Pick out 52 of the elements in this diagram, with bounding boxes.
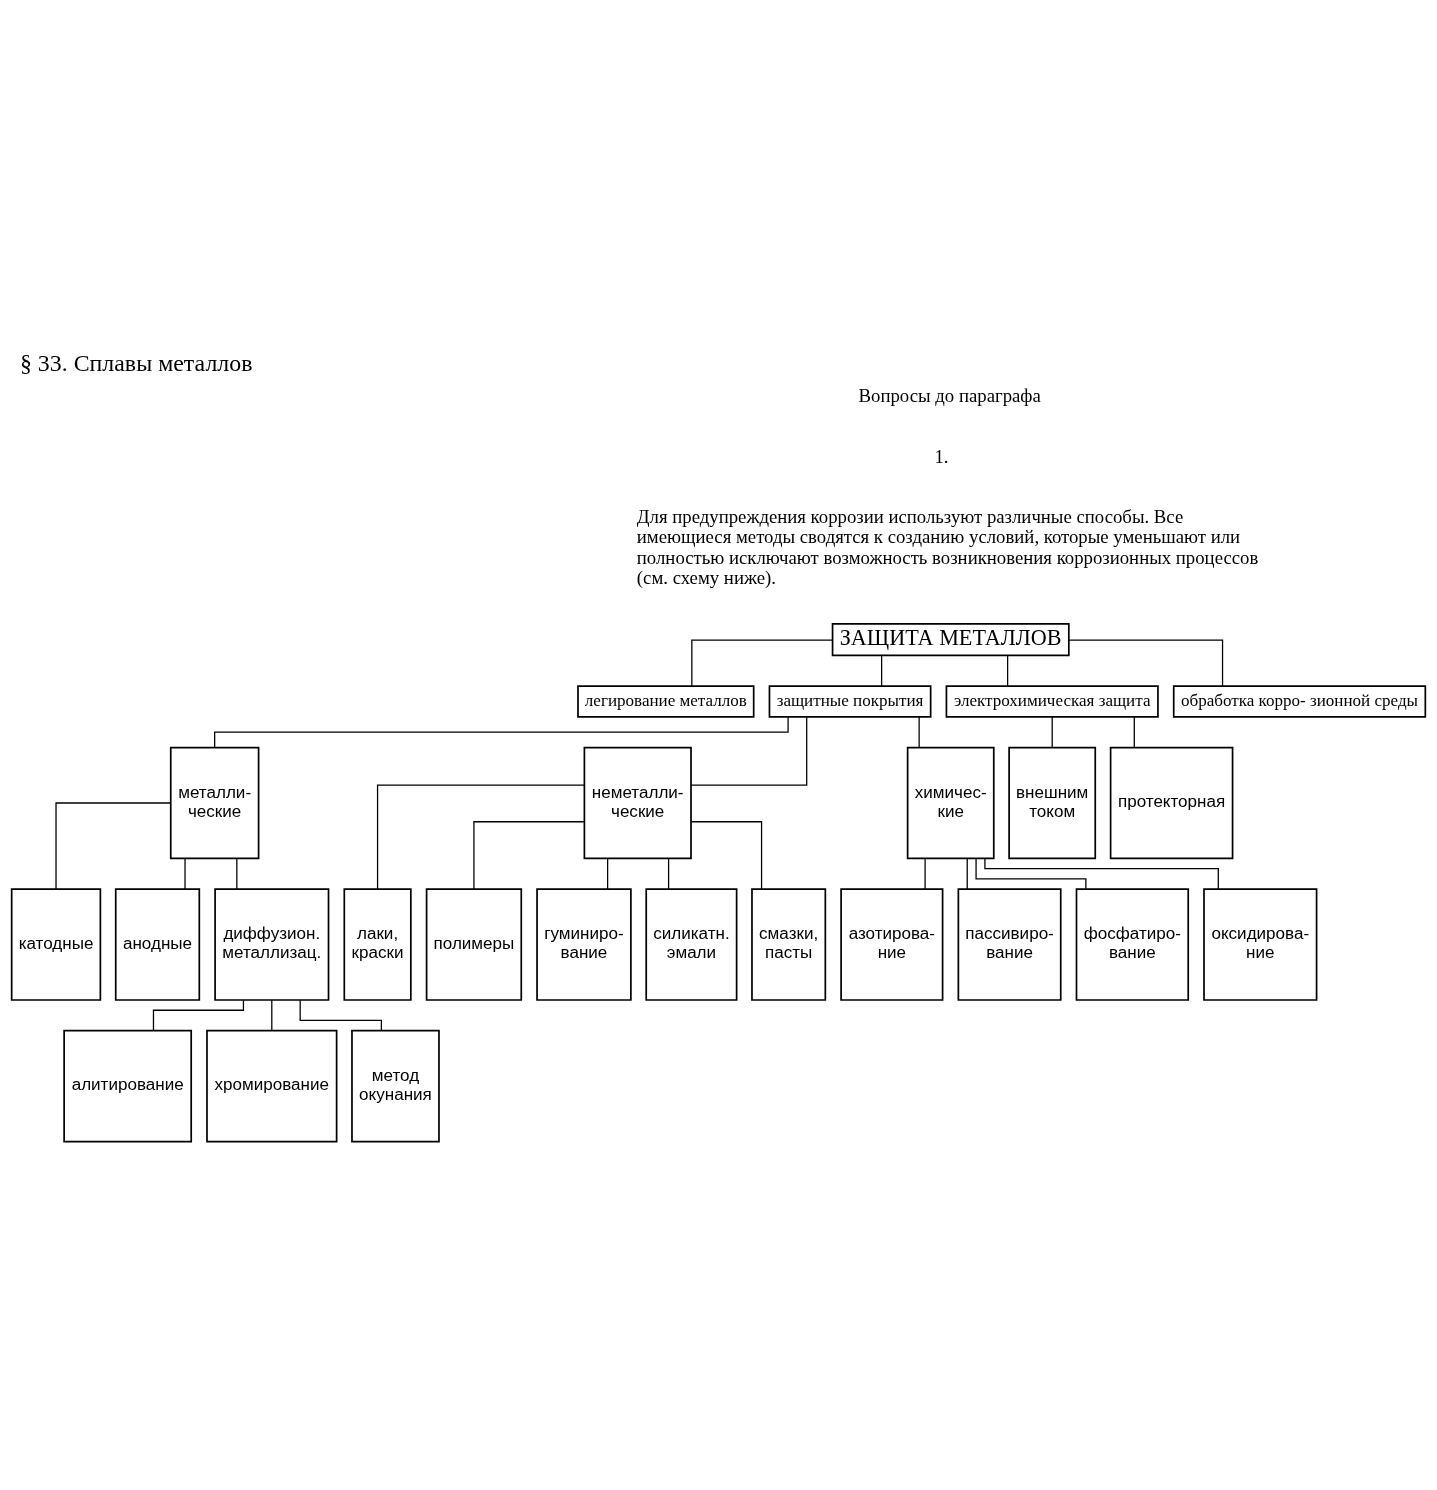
connector — [690, 821, 763, 890]
connector — [376, 784, 585, 890]
node-box: азотирова- ние — [840, 888, 944, 1001]
connector — [271, 999, 273, 1032]
connector — [880, 654, 883, 687]
node-box: анодные — [114, 888, 201, 1001]
connector — [1133, 716, 1135, 749]
connector — [918, 716, 920, 749]
node-box: защитные покрытия — [768, 685, 932, 718]
connector — [667, 857, 670, 890]
node-box: оксидирова- ние — [1203, 888, 1318, 1001]
connector — [975, 857, 1087, 890]
connector — [984, 858, 1219, 890]
connector — [690, 716, 808, 786]
node-box: фосфатиро- вание — [1075, 888, 1190, 1001]
node-box: катодные — [10, 888, 102, 1001]
node-box: силикатн. эмали — [645, 888, 738, 1001]
connector — [184, 857, 186, 890]
connector — [607, 857, 609, 890]
connector — [152, 999, 245, 1032]
connector — [1068, 639, 1224, 687]
label: Вопросы до параграфа — [858, 384, 1041, 406]
label: 1. — [934, 446, 949, 468]
node-box: хромирование — [206, 1029, 338, 1143]
node-box: протекторная — [1109, 746, 1234, 860]
node-box: внешним током — [1008, 746, 1097, 860]
node-box: легирование металлов — [577, 685, 755, 718]
node-box: пассивиро- вание — [957, 888, 1062, 1001]
node-box: неметалли- ческие — [583, 746, 692, 860]
node-box: алитирование — [63, 1029, 193, 1143]
node-box: метод окунания — [351, 1029, 440, 1143]
connector — [924, 857, 926, 890]
connector — [55, 802, 172, 890]
diagram-title: § 33. Сплавы металлов — [19, 349, 253, 376]
connector — [299, 999, 383, 1032]
connector — [236, 857, 238, 890]
node-box: лаки, краски — [343, 888, 412, 1001]
node-box: диффузион. металлизац. — [214, 888, 330, 1001]
connector — [966, 857, 968, 890]
node-box: металли- ческие — [169, 746, 260, 860]
node-box: смазки, пасты — [751, 888, 827, 1001]
connector — [1007, 654, 1009, 687]
connector — [1051, 716, 1053, 749]
connector — [473, 821, 585, 890]
node-box: обработка корро- зионной среды — [1172, 685, 1427, 718]
label: Для предупреждения коррозии используют различные способы. Все имеющиеся методы сводятся к созданию условий, которые уменьшают или полностью исключают возможность возникновения коррозионных процессов (см. схему ниже). — [636, 505, 1259, 589]
node-box: химичес- кие — [906, 746, 995, 860]
node-box: ЗАЩИТА МЕТАЛЛОВ — [831, 623, 1070, 657]
node-box: электрохимическая защита — [945, 685, 1159, 718]
node-box: гуминиро- вание — [536, 888, 632, 1001]
connector — [691, 639, 833, 687]
node-box: полимеры — [425, 888, 523, 1001]
